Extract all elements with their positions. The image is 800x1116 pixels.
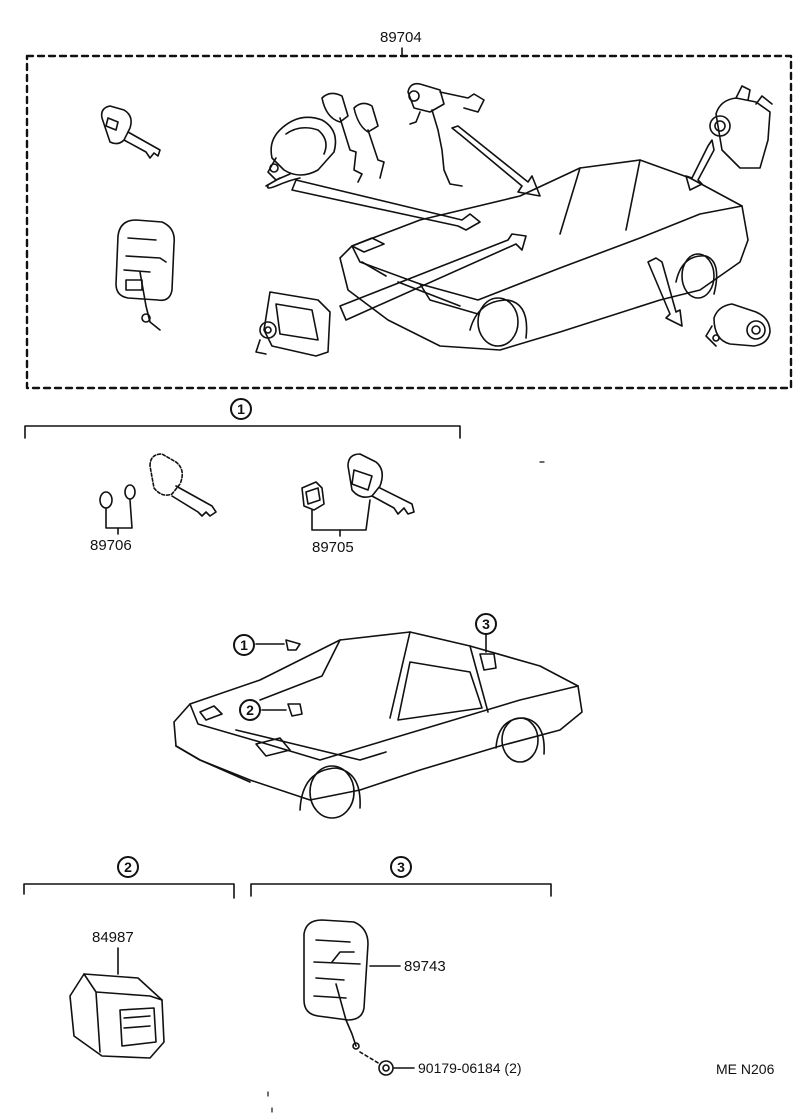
group-label-89704: 89704 [380, 29, 422, 46]
scan-specks [267, 461, 545, 1113]
key-2-icon [347, 453, 415, 515]
striker-89743-icon [303, 919, 401, 1065]
callout-2-car: 2 [239, 699, 261, 721]
part-label-90179-06184: 90179-06184 (2) [418, 1060, 522, 1076]
ignition-key-icon [100, 105, 161, 159]
bracket-2 [23, 883, 235, 899]
car-top-outline [339, 159, 749, 351]
part-label-84987: 84987 [92, 929, 134, 946]
callout-3-section: 3 [390, 856, 412, 878]
part-label-89705: 89705 [312, 539, 354, 556]
page-code: ME N206 [716, 1061, 775, 1077]
arrows-top [266, 125, 715, 327]
car-middle-outline [173, 631, 583, 819]
switch-84987-icon [69, 947, 165, 1059]
part-label-89743: 89743 [404, 958, 446, 975]
callout-1-car: 1 [233, 634, 255, 656]
hatch-lock-icon [709, 85, 773, 169]
key-plates-icon [99, 484, 136, 535]
key-tag-icon [301, 481, 371, 537]
glovebox-lock-icon [115, 219, 176, 331]
door-cylinder-icon [705, 303, 771, 347]
callout-leaders [255, 633, 497, 717]
ignition-lock-icon [265, 92, 385, 187]
screw-icon [378, 1060, 415, 1076]
group-89704-frame [25, 47, 793, 390]
bracket-1 [24, 425, 461, 439]
callout-3-car: 3 [475, 613, 497, 635]
callout-2-section: 2 [117, 856, 139, 878]
bracket-3 [250, 883, 552, 897]
part-label-89706: 89706 [90, 537, 132, 554]
door-lock-rod-icon [407, 82, 485, 187]
callout-1-top: 1 [230, 398, 252, 420]
key-1-icon [149, 453, 217, 517]
door-lock-assembly-icon [255, 291, 331, 357]
